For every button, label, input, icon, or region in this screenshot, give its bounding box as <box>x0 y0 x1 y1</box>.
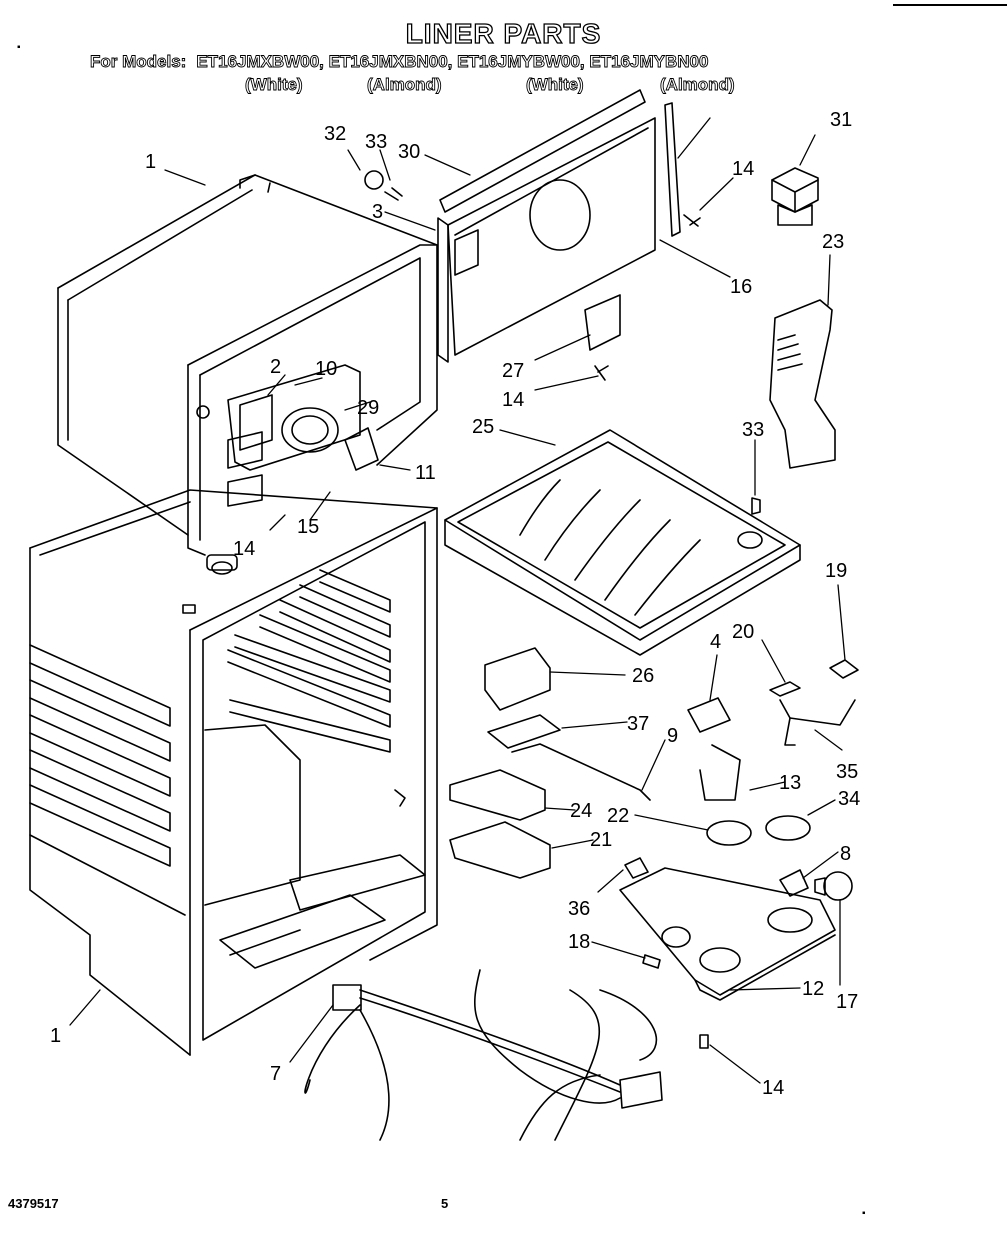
callout-19: 19 <box>825 560 847 582</box>
callout-37: 37 <box>627 713 649 735</box>
callout-24: 24 <box>570 800 592 822</box>
models-label: For Models: <box>90 52 187 72</box>
finish-label-2: (Almond) <box>367 75 442 95</box>
callout-25: 25 <box>472 416 494 438</box>
control-bracket <box>196 364 379 507</box>
callout-22: 22 <box>607 805 629 827</box>
drain-tray <box>444 429 801 656</box>
callout-9: 9 <box>667 725 678 747</box>
callout-26: 26 <box>632 665 654 687</box>
finish-label-3: (White) <box>526 75 584 95</box>
scan-mark-bottom: ▪ <box>862 1208 866 1219</box>
callout-11: 11 <box>415 462 436 484</box>
air-duct <box>769 299 836 469</box>
leader-lines <box>69 117 846 1084</box>
callout-21: 21 <box>590 829 612 851</box>
small-cover <box>771 167 819 226</box>
callout-4: 4 <box>710 631 721 653</box>
callout-33a: 33 <box>365 131 387 153</box>
callout-30: 30 <box>398 141 420 163</box>
wire-harness <box>304 969 663 1141</box>
callout-labels: 1 32 33 30 3 31 14 23 16 2 10 29 11 27 1… <box>50 109 860 1099</box>
scan-mark: ▪ <box>17 42 21 53</box>
callout-1b: 1 <box>50 1025 61 1047</box>
callout-14a: 14 <box>732 158 754 180</box>
page-number: 5 <box>441 1196 449 1211</box>
callout-13: 13 <box>779 772 801 794</box>
callout-1a: 1 <box>145 151 156 173</box>
corner-rule <box>893 4 1007 6</box>
models-text: ET16JMXBW00, ET16JMXBN00, ET16JMYBW00, E… <box>196 52 709 72</box>
callout-14d: 14 <box>762 1077 784 1099</box>
callout-12: 12 <box>802 978 824 1000</box>
light-housing <box>619 697 853 1049</box>
callout-14b: 14 <box>502 389 524 411</box>
callout-2: 2 <box>270 356 281 378</box>
screw-33-b <box>751 497 761 515</box>
fresh-food-liner <box>29 489 438 1056</box>
freezer-liner <box>57 174 438 571</box>
callout-17: 17 <box>836 991 858 1013</box>
damper-parts <box>449 647 651 879</box>
part-number: 4379517 <box>8 1196 59 1211</box>
callout-15: 15 <box>297 516 319 538</box>
finish-label-4: (Almond) <box>660 75 735 95</box>
switch-parts <box>769 659 859 746</box>
callout-32: 32 <box>324 123 346 145</box>
callout-29: 29 <box>357 397 379 419</box>
callout-33b: 33 <box>742 419 764 441</box>
callout-18: 18 <box>568 931 590 953</box>
callout-3a: 3 <box>372 201 383 223</box>
finish-label-1: (White) <box>245 75 303 95</box>
page-title: LINER PARTS <box>405 17 602 49</box>
callout-31: 31 <box>830 109 852 131</box>
callout-23: 23 <box>822 231 844 253</box>
callout-34: 34 <box>838 788 860 810</box>
callout-10: 10 <box>315 358 337 380</box>
callout-16: 16 <box>730 276 752 298</box>
callout-20: 20 <box>732 621 754 643</box>
callout-36: 36 <box>568 898 590 920</box>
model-list: For Models: ET16JMXBW00, ET16JMXBN00, ET1… <box>90 52 709 72</box>
callout-7: 7 <box>270 1063 281 1085</box>
callout-8: 8 <box>840 843 851 865</box>
callout-14c: 14 <box>233 538 255 560</box>
callout-27: 27 <box>502 360 524 382</box>
rear-panel <box>364 89 701 381</box>
callout-35: 35 <box>836 761 858 783</box>
